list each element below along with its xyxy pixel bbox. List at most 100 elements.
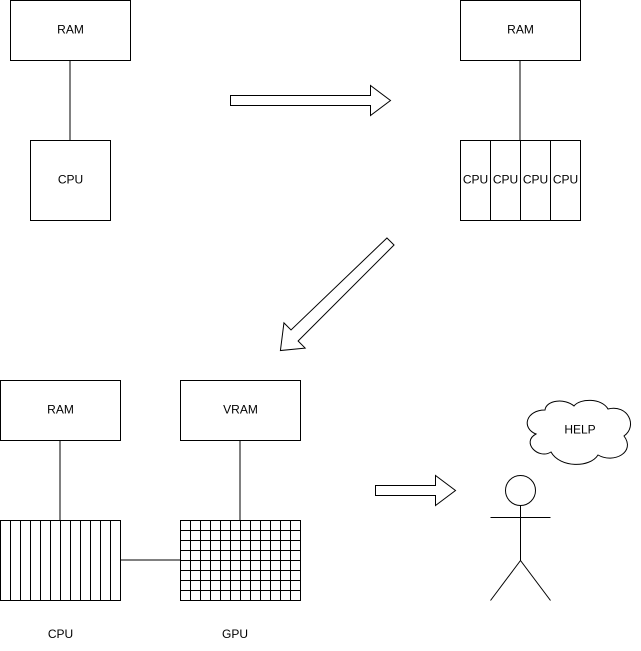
- stage3-ram-label: RAM: [47, 403, 74, 417]
- stage3-gpu-core: [210, 540, 221, 551]
- stage3-gpu-core: [190, 570, 201, 581]
- stage3-gpu-core: [280, 590, 291, 601]
- stage3-gpu-core: [180, 590, 191, 601]
- stage3-gpu-core: [290, 530, 301, 541]
- stage3-cpu-core: [30, 520, 41, 601]
- stage3-gpu-core: [180, 560, 191, 571]
- stage-4-person: HELP: [490, 399, 631, 601]
- stage3-gpu-core: [260, 570, 271, 581]
- stage3-gpu-core: [270, 540, 281, 551]
- arrow-right-icon: [230, 84, 392, 117]
- stage3-gpu-grid: [180, 520, 301, 601]
- stage3-gpu-core: [190, 560, 201, 571]
- stage3-gpu-core: [200, 550, 211, 561]
- stage3-gpu-core: [180, 570, 191, 581]
- stage3-gpu-core: [250, 560, 261, 571]
- stage-2-multi-core: RAM CPU CPU CPU CPU: [460, 0, 581, 221]
- stage3-cpu-core: [70, 520, 81, 601]
- stage3-gpu-core: [230, 550, 241, 561]
- stage2-cpu-core-3: [520, 140, 551, 221]
- stage3-cpu-core: [20, 520, 31, 601]
- stage3-gpu-core: [180, 530, 191, 541]
- stage3-gpu-core: [250, 550, 261, 561]
- stage3-gpu-core: [260, 540, 271, 551]
- stage3-gpu-core: [270, 580, 281, 591]
- stage3-gpu-core: [270, 520, 281, 531]
- stage3-gpu-core: [270, 570, 281, 581]
- stage3-gpu-core: [220, 580, 231, 591]
- stage3-gpu-core: [220, 530, 231, 541]
- stage3-gpu-core: [290, 520, 301, 531]
- stage3-gpu-core: [230, 530, 241, 541]
- stick-figure-left-leg: [490, 560, 521, 601]
- stage3-gpu-core: [240, 560, 251, 571]
- stage3-gpu-core: [250, 540, 261, 551]
- stage3-gpu-core: [220, 570, 231, 581]
- stick-figure-head: [505, 475, 536, 506]
- stage3-gpu-core: [250, 590, 261, 601]
- stage3-gpu-core: [240, 570, 251, 581]
- stage-1-single-cpu: RAM CPU: [10, 0, 131, 221]
- stage3-gpu-core: [260, 550, 271, 561]
- stage3-gpu-core: [280, 520, 291, 531]
- stage3-ram-box: [0, 380, 121, 441]
- stage3-cpu-core: [10, 520, 21, 601]
- stage3-gpu-core: [210, 570, 221, 581]
- stage2-ram-label: RAM: [507, 23, 534, 37]
- stage3-gpu-core: [280, 540, 291, 551]
- stage2-cpu-core-4: [550, 140, 581, 221]
- stage3-gpu-core: [200, 570, 211, 581]
- stage3-gpu-core: [240, 530, 251, 541]
- stage3-gpu-core: [280, 570, 291, 581]
- stage3-gpu-core: [270, 560, 281, 571]
- stage1-ram-label: RAM: [57, 23, 84, 37]
- stage3-gpu-core: [240, 520, 251, 531]
- stage3-gpu-core: [210, 580, 221, 591]
- stage3-cpu-core: [80, 520, 91, 601]
- arrow-down-left-icon: [279, 237, 395, 352]
- stage3-gpu-core: [200, 560, 211, 571]
- stage2-cpu-core-label-1: CPU: [463, 173, 488, 187]
- stage3-gpu-core: [220, 520, 231, 531]
- stage3-gpu-core: [220, 540, 231, 551]
- stage3-vram-label: VRAM: [223, 403, 258, 417]
- stage3-gpu-core: [250, 530, 261, 541]
- stage3-gpu-core: [210, 560, 221, 571]
- stage2-cpu-core-1: [460, 140, 491, 221]
- stage3-cpu-core: [50, 520, 61, 601]
- stage3-gpu-core: [190, 530, 201, 541]
- stage3-gpu-core: [230, 590, 241, 601]
- stage3-gpu-core: [190, 520, 201, 531]
- stage1-cpu-label: CPU: [58, 173, 83, 187]
- stage3-cpu-core: [0, 520, 11, 601]
- stage3-cpu-core: [60, 520, 71, 601]
- stage3-gpu-core: [200, 530, 211, 541]
- stage3-gpu-core: [210, 520, 221, 531]
- stage3-gpu-core: [240, 590, 251, 601]
- stage3-gpu-core: [200, 520, 211, 531]
- stage3-gpu-core: [180, 550, 191, 561]
- stage3-gpu-core: [260, 560, 271, 571]
- stage3-gpu-core: [260, 520, 271, 531]
- stage3-cpu-core: [90, 520, 101, 601]
- stage3-gpu-core: [190, 550, 201, 561]
- stage3-cpu-core: [40, 520, 51, 601]
- stage3-gpu-core: [280, 580, 291, 591]
- stage3-gpu-core: [290, 590, 301, 601]
- stage3-gpu-core: [250, 570, 261, 581]
- stage3-gpu-core: [240, 580, 251, 591]
- stage2-cpu-core-label-4: CPU: [553, 173, 578, 187]
- stage2-ram-box: [460, 0, 581, 61]
- stage3-gpu-core: [180, 540, 191, 551]
- stage3-gpu-core: [210, 530, 221, 541]
- stage3-gpu-core: [200, 590, 211, 601]
- stage3-gpu-core: [200, 540, 211, 551]
- stage1-ram-box: [10, 0, 131, 61]
- stage3-gpu-core: [220, 550, 231, 561]
- stick-figure-right-leg: [520, 560, 551, 601]
- stage3-gpu-core: [260, 590, 271, 601]
- stage1-cpu-box: [30, 140, 111, 221]
- stage3-gpu-core: [180, 580, 191, 591]
- stage3-gpu-core: [250, 520, 261, 531]
